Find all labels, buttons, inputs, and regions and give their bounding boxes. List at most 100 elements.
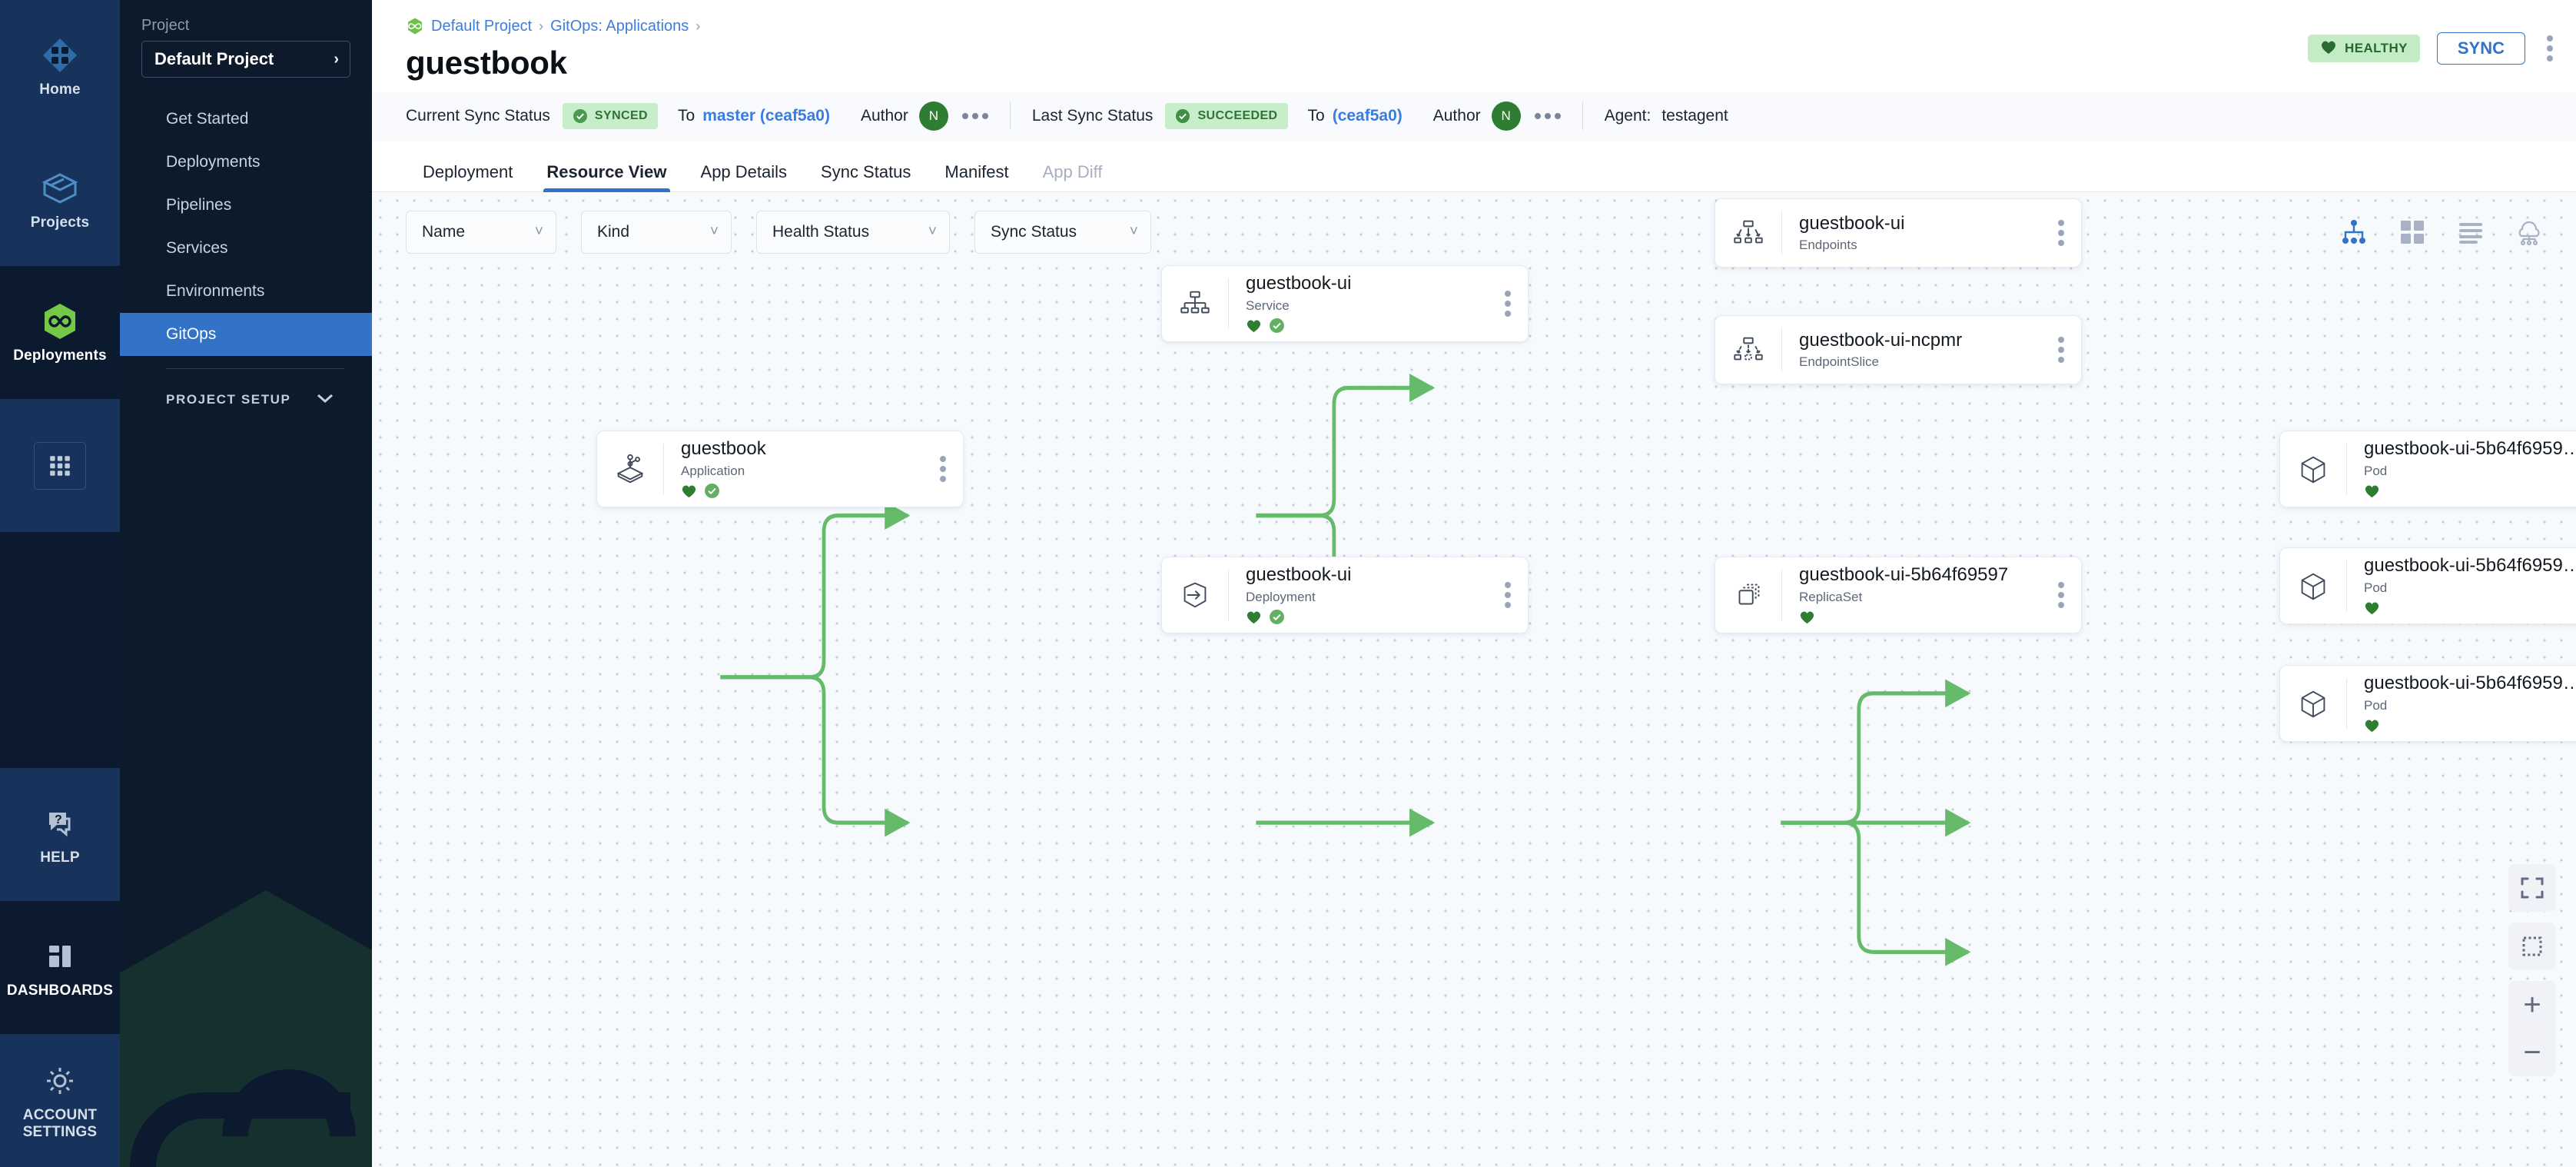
zoom-in-out-group: + − [2508,981,2556,1076]
node-divider [663,444,664,494]
graph-node-application[interactable]: guestbook Application [596,431,964,507]
node-divider [2346,678,2347,729]
last-sync-overflow-icon[interactable] [1534,113,1561,119]
status-badge-healthy: HEALTHY [2308,35,2420,62]
rail-label-dashboards: DASHBOARDS [6,982,114,999]
sync-button[interactable]: SYNC [2436,32,2525,65]
node-kind: Pod [2364,697,2388,713]
sidebar-project-label: Project [141,17,190,34]
heart-icon [2364,600,2380,616]
graph-node-pod-1[interactable]: guestbook-ui-5b64f6959… Pod [2279,431,2576,507]
node-status-icons [1246,609,1488,626]
filter-name[interactable]: Name ˅ [406,211,556,254]
node-kind: Endpoints [1799,238,1857,253]
filter-kind-label: Kind [597,223,630,241]
last-sync-status-label: Last Sync Status [1031,107,1154,125]
grid-view-icon[interactable] [2399,219,2425,245]
sidebar-item-services[interactable]: Services [120,227,372,270]
node-status-icons [1246,318,1488,334]
sidebar-item-deployments[interactable]: Deployments [120,141,372,184]
node-status-icons [2364,717,2576,734]
filter-kind[interactable]: Kind ˅ [581,211,732,254]
node-overflow-menu-icon[interactable] [1488,582,1528,608]
breadcrumb-link-gitops-applications[interactable]: GitOps: Applications [550,17,689,35]
node-body: guestbook-ui-ncpmr EndpointSlice [1782,330,2041,371]
node-status-icons [2364,600,2576,617]
heart-icon [2364,717,2380,733]
filter-name-label: Name [422,223,466,241]
tab-sync-status[interactable]: Sync Status [821,162,911,181]
chevron-down-icon [315,392,335,408]
last-sync-status-chip-label: SUCCEEDED [1197,109,1278,122]
sidebar-item-label: Environments [166,282,265,300]
node-divider [1781,328,1782,371]
filter-health-status[interactable]: Health Status ˅ [756,211,950,254]
sidebar-divider [166,368,344,369]
graph-node-deployment[interactable]: guestbook-ui Deployment [1161,557,1529,633]
node-kind: EndpointSlice [1799,354,1879,370]
tab-deployment[interactable]: Deployment [423,162,513,181]
breadcrumb-link-default-project[interactable]: Default Project [431,17,533,35]
graph-node-replicaset[interactable]: guestbook-ui-5b64f69597 ReplicaSet [1715,557,2082,633]
sync-check-icon [704,483,720,499]
rail-item-help[interactable]: ? HELP [0,768,120,901]
current-sync-revision-link[interactable]: master (ceaf5a0) [702,107,830,125]
last-author-avatar[interactable]: N [1491,101,1521,131]
header-overflow-menu-icon[interactable] [2542,31,2558,66]
project-selector-value: Default Project [154,49,274,68]
graph-view-icon[interactable] [2341,219,2367,245]
rail-item-deployments[interactable]: Deployments [0,266,120,399]
last-author-label: Author [1432,107,1481,125]
filter-sync-status[interactable]: Sync Status ˅ [974,211,1151,254]
tab-resource-view[interactable]: Resource View [529,164,683,192]
rail-label-home: Home [39,81,81,98]
last-sync-revision-link[interactable]: (ceaf5a0) [1332,107,1403,125]
graph-node-pod-2[interactable]: guestbook-ui-5b64f6959… Pod [2279,547,2576,624]
rail-item-home[interactable]: Home [0,0,120,133]
node-kind: Pod [2364,463,2388,478]
apps-grid-icon[interactable] [34,441,86,490]
rail-item-account-settings[interactable]: ACCOUNT SETTINGS [0,1034,120,1167]
zoom-out-icon[interactable]: − [2523,1036,2541,1069]
graph-node-endpointslice[interactable]: guestbook-ui-ncpmr EndpointSlice [1715,315,2082,384]
rail-item-dashboards[interactable]: DASHBOARDS [0,901,120,1034]
application-icon [597,451,663,487]
graph-node-endpoints[interactable]: guestbook-ui Endpoints [1715,198,2082,268]
tab-app-details[interactable]: App Details [700,162,788,181]
select-region-icon[interactable] [2508,923,2556,970]
sidebar-item-get-started[interactable]: Get Started [120,98,372,141]
current-sync-overflow-icon[interactable] [961,113,988,119]
current-author-avatar[interactable]: N [918,101,948,131]
heart-icon [1246,318,1262,334]
tab-manifest[interactable]: Manifest [944,162,1009,181]
node-name: guestbook-ui-5b64f6959… [2364,555,2576,577]
node-overflow-menu-icon[interactable] [2041,220,2081,246]
node-overflow-menu-icon[interactable] [2041,337,2081,363]
filter-health-status-label: Health Status [772,223,870,241]
rail-item-projects[interactable]: Projects [0,133,120,266]
fit-screen-icon[interactable] [2508,864,2556,912]
node-divider [1228,570,1229,620]
graph-node-pod-3[interactable]: guestbook-ui-5b64f6959… Pod [2279,665,2576,742]
gitops-leaf-icon [406,17,424,35]
node-overflow-menu-icon[interactable] [923,456,963,482]
node-body: guestbook-ui Endpoints [1782,213,2041,254]
node-body: guestbook-ui-5b64f6959… Pod [2347,438,2576,500]
resource-graph-canvas[interactable]: Name ˅ Kind ˅ Health Status ˅ Sync Statu… [372,192,2576,1167]
sidebar-item-pipelines[interactable]: Pipelines [120,184,372,227]
zoom-in-icon[interactable]: + [2523,988,2541,1022]
network-view-icon[interactable] [2516,219,2542,246]
sidebar-item-label: Services [166,239,228,257]
heart-icon [681,483,697,499]
project-selector[interactable]: Default Project › [141,41,350,78]
rail-item-apps[interactable] [0,399,120,532]
node-overflow-menu-icon[interactable] [2041,582,2081,608]
heart-icon [1246,609,1262,625]
sidebar-item-gitops[interactable]: GitOps [120,313,372,356]
sidebar-item-environments[interactable]: Environments [120,270,372,313]
list-view-icon[interactable] [2458,219,2484,245]
graph-node-service[interactable]: guestbook-ui Service [1161,265,1529,342]
dashboards-grid-icon [40,936,80,976]
sidebar-project-setup-toggle[interactable]: PROJECT SETUP [120,380,372,420]
node-overflow-menu-icon[interactable] [1488,291,1528,317]
